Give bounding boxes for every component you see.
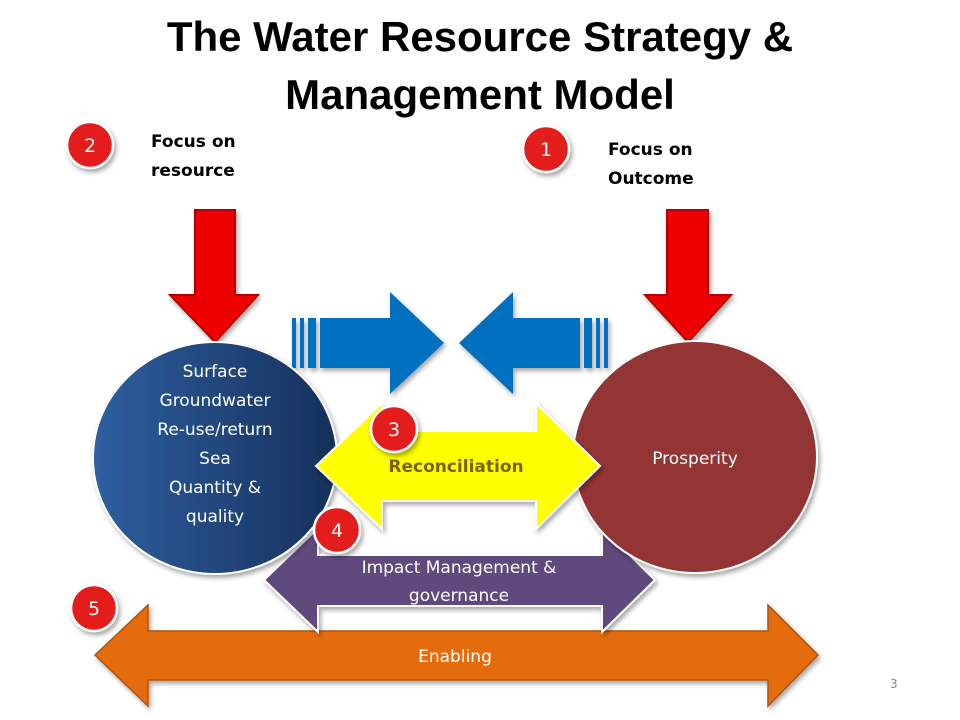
blue-left-arrow xyxy=(459,292,608,394)
badge-4-label: 4 xyxy=(331,520,343,542)
impact-line-2: governance xyxy=(409,586,509,606)
badge-3-label: 3 xyxy=(388,419,400,441)
page-number: 3 xyxy=(890,677,898,691)
slide-title: The Water Resource Strategy & Management… xyxy=(0,8,960,124)
impact-arrow xyxy=(262,525,657,635)
resource-line-6: quality xyxy=(186,507,244,527)
resource-line-4: Sea xyxy=(199,449,231,469)
badge-1: 1 xyxy=(521,124,571,174)
badge-5-label: 5 xyxy=(88,598,100,620)
badge-2-label: 2 xyxy=(84,135,96,157)
badge-1-label: 1 xyxy=(540,139,552,161)
badge-4: 4 xyxy=(312,505,362,555)
badge-2: 2 xyxy=(65,120,115,170)
enabling-label: Enabling xyxy=(418,647,492,667)
resource-line-1: Surface xyxy=(183,362,248,382)
reconciliation-label: Reconciliation xyxy=(388,457,523,477)
outcome-down-arrow xyxy=(642,209,734,344)
blue-right-arrow xyxy=(292,292,444,394)
enabling-arrow xyxy=(93,603,820,708)
focus-outcome-line-2: Outcome xyxy=(608,169,694,189)
focus-resource-text: Focus on resource xyxy=(151,128,236,186)
badge-3: 3 xyxy=(369,404,419,454)
impact-line-1: Impact Management & xyxy=(362,558,557,578)
resource-line-3: Re-use/return xyxy=(157,420,272,440)
focus-resource-line-2: resource xyxy=(151,161,235,181)
focus-outcome-text: Focus on Outcome xyxy=(608,136,694,194)
focus-outcome-line-1: Focus on xyxy=(608,140,693,160)
resource-line-5: Quantity & xyxy=(169,478,261,498)
title-line-2: Management Model xyxy=(285,71,675,118)
title-line-1: The Water Resource Strategy & xyxy=(166,13,794,60)
prosperity-label: Prosperity xyxy=(652,449,738,469)
resource-line-2: Groundwater xyxy=(160,391,271,411)
badge-5: 5 xyxy=(69,583,119,633)
focus-resource-line-1: Focus on xyxy=(151,132,236,152)
resource-down-arrow xyxy=(167,209,261,344)
